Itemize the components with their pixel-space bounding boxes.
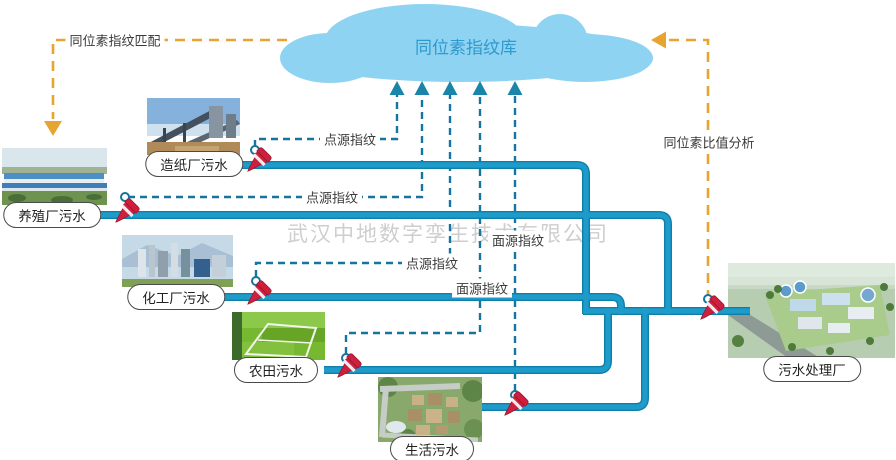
pill-livestock-farm-wastewater: 养殖厂污水 xyxy=(3,202,101,228)
pill-chemical-plant-wastewater: 化工厂污水 xyxy=(127,284,225,310)
dropper-icon xyxy=(498,390,530,422)
dropper-icon xyxy=(241,146,273,178)
match-arrowhead-icon xyxy=(44,121,62,136)
residential-photo xyxy=(378,377,482,442)
watermark: 武汉中地数字孪生技术有限公司 xyxy=(287,223,609,246)
treatment-plant-photo xyxy=(728,263,895,358)
dropper-icon xyxy=(241,279,273,311)
pill-paper-mill-wastewater: 造纸厂污水 xyxy=(145,151,243,177)
ratio-annotation-label: 同位素比值分析 xyxy=(659,132,759,152)
paper-mill-photo xyxy=(147,98,240,155)
dropper-icon xyxy=(331,352,363,384)
pill-farmland-wastewater: 农田污水 xyxy=(234,357,318,383)
line-label-farmland: 面源指纹 xyxy=(451,278,513,298)
dropper-icon xyxy=(109,197,141,229)
livestock-farm-photo xyxy=(2,148,107,205)
line-label-livestock-farm: 点源指纹 xyxy=(301,187,363,207)
line-label-paper-mill: 点源指纹 xyxy=(319,129,381,149)
chemical-plant-photo xyxy=(122,235,233,287)
farmland-photo xyxy=(232,312,325,360)
pill-domestic-wastewater: 生活污水 xyxy=(390,436,474,460)
pill-treatment-plant: 污水处理厂 xyxy=(763,356,861,382)
line-label-domestic: 面源指纹 xyxy=(487,230,549,250)
match-annotation-label: 同位素指纹匹配 xyxy=(65,30,165,50)
cloud-arrowheads xyxy=(389,81,523,95)
ratio-arrowhead-icon xyxy=(651,31,666,49)
dropper-icon xyxy=(694,294,726,326)
line-label-chemical-plant: 点源指纹 xyxy=(401,253,463,273)
chemical-fingerprint-line xyxy=(254,95,452,277)
ratio-line xyxy=(666,38,710,300)
cloud-title: 同位素指纹库 xyxy=(415,38,517,58)
